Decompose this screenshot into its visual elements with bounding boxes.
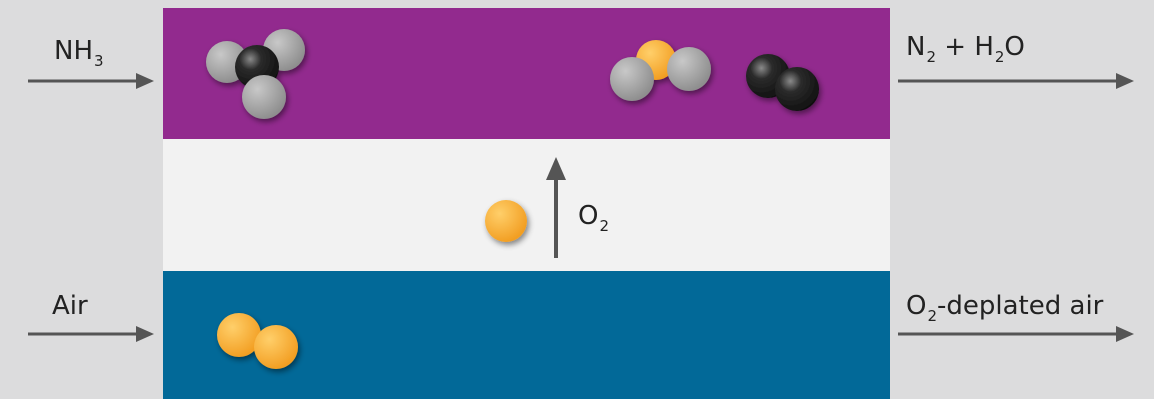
air-inlet-arrow xyxy=(28,326,154,342)
depleted-air-outlet-label: O2-deplated air xyxy=(906,291,1104,325)
products-outlet-arrow xyxy=(898,73,1134,89)
oxygen-molecule-icon xyxy=(217,313,298,369)
nitrogen-molecule-icon xyxy=(746,54,819,111)
air-inlet-label: Air xyxy=(52,291,88,321)
oxygen-atom-icon xyxy=(485,200,527,242)
ammonia-molecule-icon xyxy=(206,29,305,119)
oxygen-transport-label: O2 xyxy=(578,201,610,235)
depleted-air-outlet-arrow xyxy=(898,326,1134,342)
membrane-band xyxy=(163,139,890,271)
water-molecule-icon xyxy=(610,40,711,101)
ammonia-inlet-arrow xyxy=(28,73,154,89)
products-outlet-label: N2 + H2O xyxy=(906,32,1025,66)
oxygen-transport-arrow xyxy=(546,157,566,258)
ammonia-inlet-label: NH3 xyxy=(54,36,104,70)
